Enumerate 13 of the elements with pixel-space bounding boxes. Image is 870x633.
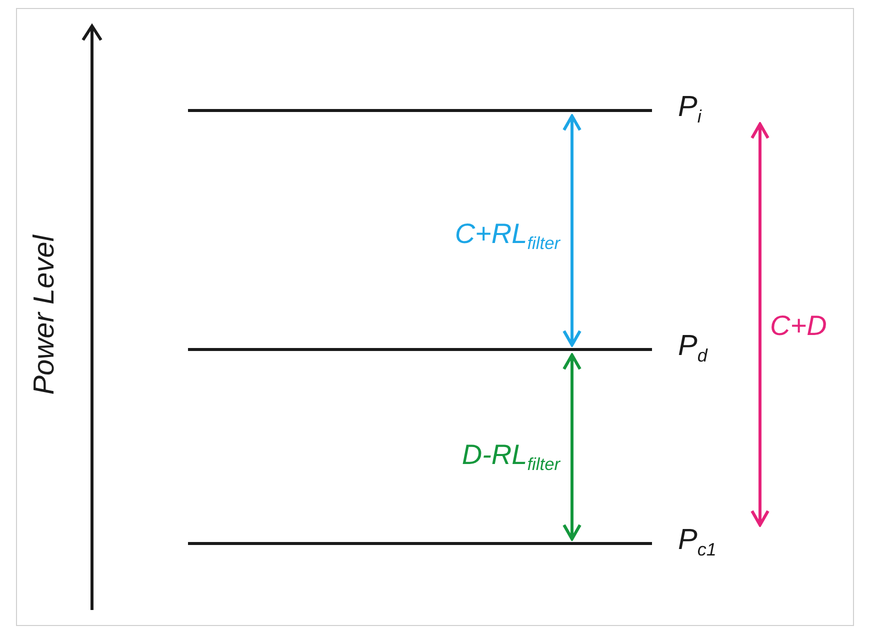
- level-label: P$_{i}$: [678, 93, 702, 126]
- level-label: P$_{d}$: [678, 332, 708, 364]
- axis-label: Power Level: [30, 235, 60, 395]
- edge-label: C+D: [770, 312, 827, 340]
- edge-label: C+RL$_{filter}$: [454, 220, 560, 252]
- level-label: P$_{c1}$: [678, 526, 716, 558]
- level-line: [188, 542, 652, 545]
- level-line: [188, 348, 652, 351]
- double-arrow: [562, 114, 582, 346]
- double-arrow: [562, 354, 582, 540]
- edge-label: D-RL$_{filter}$: [462, 440, 560, 474]
- level-line: [188, 109, 652, 112]
- double-arrow: [750, 122, 770, 526]
